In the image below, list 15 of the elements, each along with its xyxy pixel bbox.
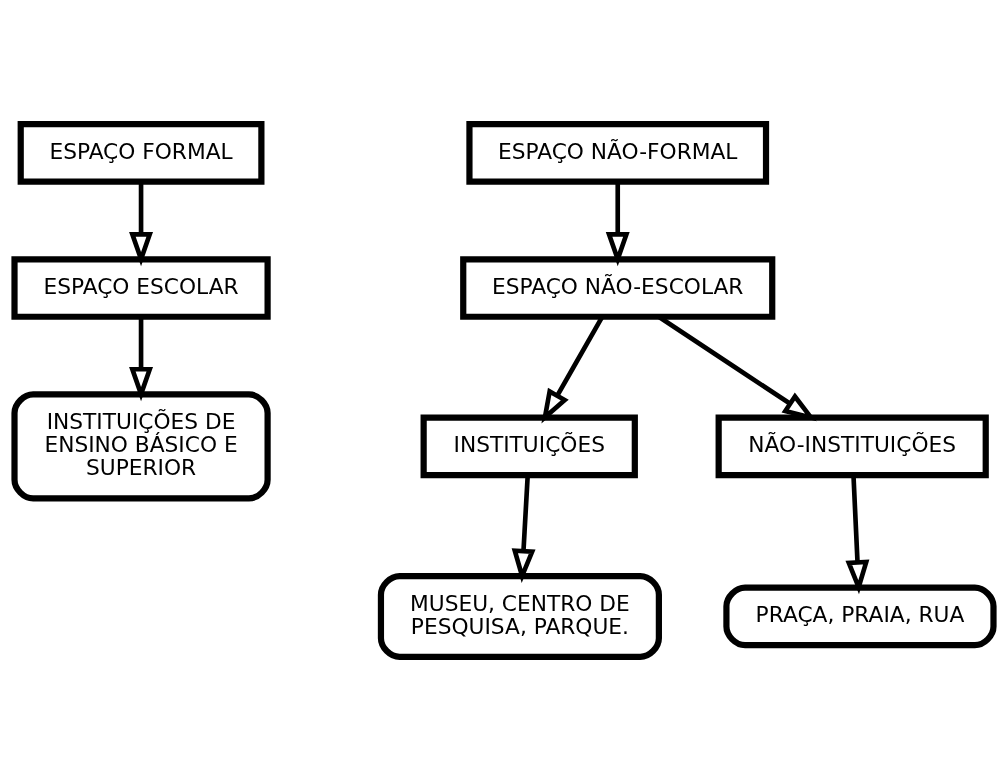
- node-box: ESPAÇO NÃO-ESCOLAR: [460, 256, 776, 320]
- node-box: ESPAÇO ESCOLAR: [11, 256, 271, 320]
- arrow: [511, 475, 536, 584]
- arrow: [129, 181, 154, 267]
- node-box: NÃO-INSTITUIÇÕES: [715, 414, 989, 479]
- arrow: [129, 317, 154, 402]
- node-box: PRAÇA, PRAIA, RUA: [723, 584, 997, 649]
- arrow: [605, 181, 630, 267]
- arrow: [541, 316, 604, 424]
- node-box: MUSEU, CENTRO DE PESQUISA, PARQUE.: [377, 572, 662, 660]
- node-box: ESPAÇO FORMAL: [17, 121, 265, 185]
- node-box: ESPAÇO NÃO-FORMAL: [466, 121, 770, 185]
- node-box: INSTITUIÇÕES: [420, 414, 638, 479]
- node-box: INSTITUIÇÕES DE ENSINO BÁSICO E SUPERIOR: [11, 391, 271, 502]
- arrow: [845, 475, 870, 595]
